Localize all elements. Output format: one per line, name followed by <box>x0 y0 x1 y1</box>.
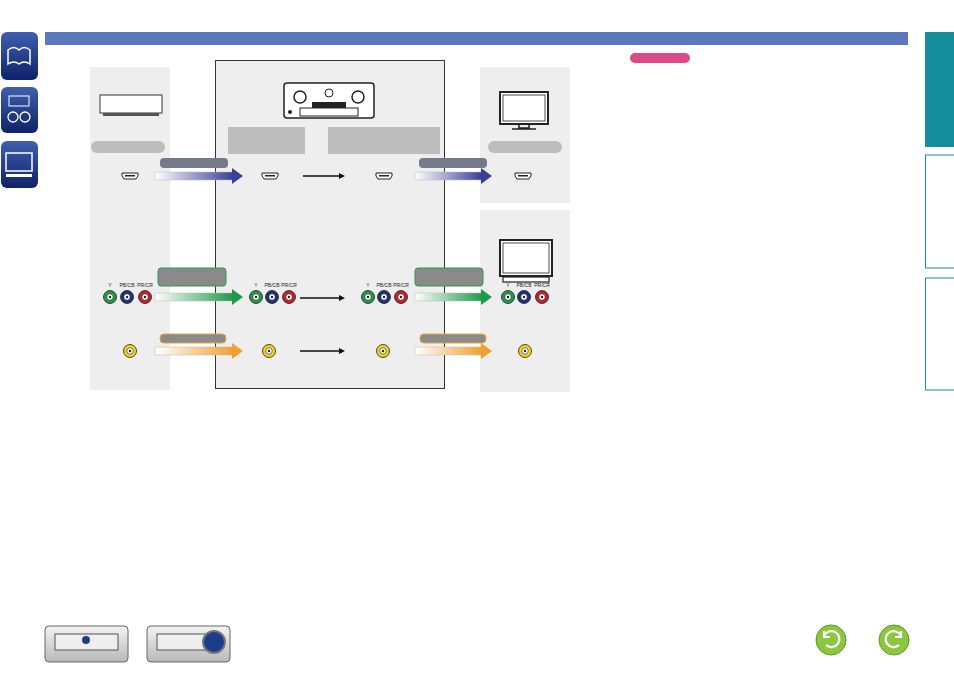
rca-jack <box>502 291 515 304</box>
jack-label: PR/CR <box>137 283 153 288</box>
nav-icons <box>1 32 38 188</box>
pass-arrow <box>303 173 345 179</box>
component-row <box>158 268 483 286</box>
rca-jack <box>266 291 279 304</box>
label-pill <box>91 141 165 153</box>
header-bar <box>45 32 908 45</box>
jack-label: PR/CR <box>281 283 297 288</box>
jack-label: Y <box>254 283 257 288</box>
footer-buttons <box>45 625 909 662</box>
rca-jack <box>378 291 391 304</box>
hdmi-jack <box>515 173 531 179</box>
tv-icon <box>500 240 552 282</box>
player-icon <box>100 95 162 116</box>
label-box <box>228 127 305 154</box>
receiver-icon <box>284 83 374 118</box>
rca-jack <box>377 345 390 358</box>
label-box <box>328 127 440 154</box>
receiver-panel <box>216 61 445 389</box>
hdmi-jack <box>122 173 138 179</box>
rca-jack <box>139 291 152 304</box>
jack-label: Y <box>108 283 111 288</box>
source-panel <box>90 67 170 390</box>
jack-label: Y <box>366 283 369 288</box>
signal-arrow <box>155 343 243 359</box>
jack-label: PB/CB <box>119 283 134 288</box>
rca-jack <box>124 345 137 358</box>
label-pill <box>488 141 562 153</box>
jack-label: PB/CB <box>376 283 391 288</box>
rca-jack <box>121 291 134 304</box>
note-tag <box>630 53 690 63</box>
signal-arrow <box>415 168 492 184</box>
tv-panel <box>480 210 570 392</box>
tv-icon <box>500 92 548 129</box>
rca-jack <box>519 345 532 358</box>
hdmi-jack <box>376 173 392 179</box>
pass-arrow <box>300 348 345 354</box>
jack-label: PB/CB <box>264 283 279 288</box>
rca-jack <box>263 345 276 358</box>
rca-jack <box>104 291 117 304</box>
jack-label: PR/CR <box>534 283 550 288</box>
jack-label: Y <box>506 283 509 288</box>
tv-panel <box>480 67 570 203</box>
rca-jack <box>395 291 408 304</box>
pass-arrow <box>300 295 345 301</box>
rca-jack <box>362 291 375 304</box>
rca-jack <box>518 291 531 304</box>
signal-arrow <box>155 168 243 184</box>
side-tabs <box>925 32 954 390</box>
hdmi-jack <box>262 173 278 179</box>
jack-label: PR/CR <box>393 283 409 288</box>
signal-arrow <box>155 289 243 305</box>
rca-jack <box>250 291 263 304</box>
signal-arrow <box>415 343 492 359</box>
signal-arrow <box>415 289 492 305</box>
hdmi-row <box>160 158 487 168</box>
rca-jack <box>536 291 549 304</box>
jack-label: PB/CB <box>516 283 531 288</box>
rca-jack <box>283 291 296 304</box>
composite-row <box>160 334 486 343</box>
